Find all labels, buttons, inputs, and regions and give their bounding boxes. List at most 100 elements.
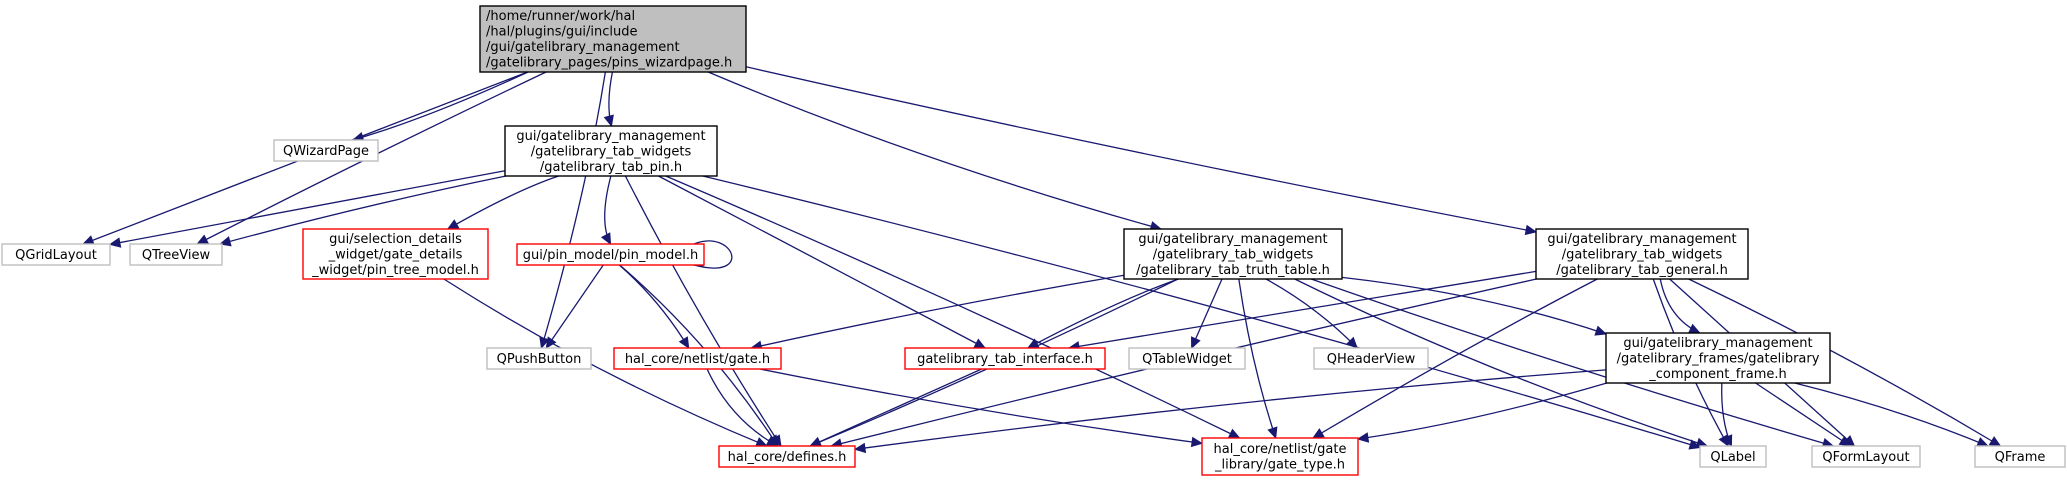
node-tab-general[interactable]: gui/gatelibrary_management/gatelibrary_t… (1535, 228, 1749, 280)
edge-tab_truth-to-gate_type (1238, 278, 1278, 440)
node-box (1811, 445, 1921, 468)
edge-root-to-tab_truth (707, 71, 1163, 232)
node-label-line: /gatelibrary_tab_truth_table.h (1136, 263, 1330, 278)
node-component-frame[interactable]: gui/gatelibrary_management/gatelibrary_f… (1605, 332, 1831, 384)
node-label-line: /gatelibrary_pages/pins_wizardpage.h (486, 56, 732, 71)
node-box (718, 445, 856, 468)
node-box (1123, 228, 1343, 280)
node-label-line: _widget/gate_details (328, 247, 463, 262)
edge-component_frame-to-qframe (1794, 382, 1989, 447)
node-box (1128, 347, 1246, 370)
node-label-line: QFormLayout (1822, 450, 1909, 465)
node-qheaderview[interactable]: QHeaderView (1313, 347, 1429, 370)
node-label-line: /home/runner/work/hal (486, 9, 635, 24)
node-tab-truth[interactable]: gui/gatelibrary_management/gatelibrary_t… (1123, 228, 1343, 280)
node-qwizardpage[interactable]: QWizardPage (273, 139, 379, 162)
dependency-nodes: /home/runner/work/hal/hal/plugins/gui/in… (1, 5, 2066, 476)
node-label-line: /gatelibrary_frames/gatelibrary (1617, 351, 1820, 366)
node-label-line: QTreeView (142, 248, 211, 263)
node-label-line: /gatelibrary_tab_widgets (1562, 247, 1723, 262)
edge-tab_pin-to-qgridlayout (108, 170, 506, 248)
node-label-line: /gatelibrary_tab_general.h (1556, 263, 1728, 278)
edge-tab_pin-to-tab_interface (658, 175, 987, 349)
node-box (904, 347, 1106, 370)
node-label-line: QLabel (1710, 450, 1755, 465)
node-label-line: gui/gatelibrary_management (1138, 232, 1327, 247)
node-label-line: gatelibrary_tab_interface.h (917, 352, 1093, 367)
node-box (1605, 332, 1831, 384)
edge-component_frame-to-gate_type (1356, 382, 1608, 443)
node-qformlayout[interactable]: QFormLayout (1811, 445, 1921, 468)
node-box (613, 347, 782, 370)
node-box (1201, 437, 1359, 476)
node-label-line: /gatelibrary_tab_pin.h (540, 160, 682, 175)
edge-tab_pin-to-defines (624, 175, 782, 448)
edge-root-to-tab_general (745, 66, 1538, 236)
node-box (1313, 347, 1429, 370)
node-box (302, 228, 489, 280)
node-box (273, 139, 379, 162)
node-label-line: _widget/pin_tree_model.h (311, 263, 479, 278)
node-label-line: gui/selection_details (329, 232, 462, 247)
node-label-line: hal_core/defines.h (728, 450, 847, 465)
node-qtreeview[interactable]: QTreeView (129, 243, 223, 266)
dependency-edges (82, 66, 2002, 454)
edge-tab_truth-to-qtablewidget (1191, 278, 1223, 350)
edge-tab_pin-to-pin_model (600, 175, 612, 246)
node-qtablewidget[interactable]: QTableWidget (1128, 347, 1246, 370)
node-tab-pin[interactable]: gui/gatelibrary_management/gatelibrary_t… (504, 125, 718, 177)
node-box (1974, 445, 2066, 468)
node-pin-tree-model[interactable]: gui/selection_details_widget/gate_detail… (302, 228, 489, 280)
node-pin-model[interactable]: gui/pin_model/pin_model.h (516, 243, 705, 266)
node-label-line: gui/gatelibrary_management (1623, 336, 1812, 351)
node-label-line: QPushButton (497, 352, 582, 367)
edge-pin_model-to-gate_h (618, 264, 690, 350)
edge-tab_general-to-component_frame (1659, 278, 1701, 334)
node-qpushbutton[interactable]: QPushButton (486, 347, 592, 370)
edge-root-to-tab_pin (603, 71, 614, 128)
node-box (486, 347, 592, 370)
edge-pin_model-to-qpushbutton (545, 264, 604, 350)
edge-gate_h-to-gate_type (759, 368, 1204, 448)
edge-tab_truth-to-gate_h (750, 274, 1125, 351)
node-label-line: /gatelibrary_tab_widgets (1153, 247, 1314, 262)
node-label-line: hal_core/netlist/gate (1214, 442, 1347, 457)
node-gate-type[interactable]: hal_core/netlist/gate_library/gate_type.… (1201, 437, 1359, 476)
node-label-line: QGridLayout (15, 248, 97, 263)
edge-component_frame-to-defines (853, 369, 1607, 454)
node-qlabel[interactable]: QLabel (1699, 445, 1767, 468)
edge-tab_truth-to-qheaderview (1265, 278, 1358, 349)
node-box (1699, 445, 1767, 468)
edge-root-to-qpushbutton (539, 71, 606, 350)
edge-tab_pin-to-pin_tree_model (446, 175, 559, 230)
node-qgridlayout[interactable]: QGridLayout (1, 243, 111, 266)
edge-component_frame-to-qformlayout (1755, 382, 1852, 447)
node-defines[interactable]: hal_core/defines.h (718, 445, 856, 468)
edge-tab_truth-to-component_frame (1341, 276, 1608, 336)
node-label-line: gui/gatelibrary_management (1547, 232, 1736, 247)
node-qframe[interactable]: QFrame (1974, 445, 2066, 468)
node-box (504, 125, 718, 177)
node-label-line: QTableWidget (1142, 352, 1232, 367)
node-label-line: QWizardPage (283, 144, 369, 159)
node-label-line: QFrame (1995, 450, 2046, 465)
node-box (516, 243, 705, 266)
node-label-line: QHeaderView (1327, 352, 1416, 367)
node-label-line: /gatelibrary_tab_widgets (531, 144, 692, 159)
node-label-line: hal_core/netlist/gate.h (625, 352, 770, 367)
node-label-line: gui/gatelibrary_management (516, 129, 705, 144)
node-root[interactable]: /home/runner/work/hal/hal/plugins/gui/in… (479, 5, 747, 73)
node-label-line: gui/pin_model/pin_model.h (523, 248, 698, 263)
node-box (479, 5, 747, 73)
node-label-line: /hal/plugins/gui/include (486, 25, 638, 40)
node-box (1, 243, 111, 266)
node-box (1535, 228, 1749, 280)
edge-tab_pin-to-qtreeview (218, 175, 507, 247)
node-gate-h[interactable]: hal_core/netlist/gate.h (613, 347, 782, 370)
edge-gate_h-to-defines (706, 368, 779, 447)
edge-component_frame-to-qlabel (1721, 382, 1733, 448)
edge-tab_pin-to-gate_type (665, 175, 1241, 439)
node-tab-interface[interactable]: gatelibrary_tab_interface.h (904, 347, 1106, 370)
node-label-line: /gui/gatelibrary_management (486, 40, 680, 55)
